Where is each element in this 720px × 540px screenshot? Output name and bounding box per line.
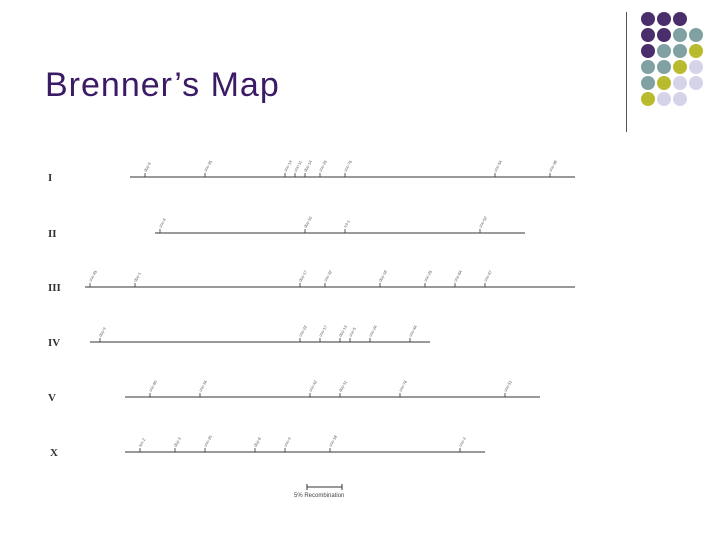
gene-label: dpy-1 — [133, 271, 143, 283]
gene-label: dpy-5 — [143, 161, 153, 173]
slide-title: Brenner’s Map — [45, 66, 280, 104]
gene-label: unc-25 — [423, 269, 434, 283]
decorative-dot-grid — [641, 12, 703, 106]
gene-label: dpy-10 — [303, 215, 314, 229]
decorative-dot — [673, 28, 687, 42]
decorative-dot — [673, 44, 687, 58]
gene-label: unc-11 — [293, 159, 304, 173]
gene-label: unc-22 — [298, 324, 309, 338]
chromosome-label-i: I — [48, 172, 52, 184]
gene-label: unc-45 — [88, 269, 99, 283]
decorative-dot — [689, 44, 703, 58]
scale-bar-label: 5% Recombination — [294, 493, 344, 499]
chromosome-label-v: V — [48, 392, 56, 404]
decorative-dot — [657, 28, 671, 42]
gene-label: dpy-14 — [303, 159, 314, 173]
gene-label: unc-24 — [368, 324, 379, 338]
decorative-dot — [689, 60, 703, 74]
gene-label: unc-4 — [158, 217, 168, 229]
gene-label: unc-29 — [318, 159, 329, 173]
decorative-dot — [657, 76, 671, 90]
gene-label: unc-75 — [343, 159, 354, 173]
gene-label: unc-9 — [283, 436, 293, 448]
gene-label: dpy-13 — [338, 324, 349, 338]
decorative-dot — [657, 60, 671, 74]
decorative-dot — [673, 76, 687, 90]
title-divider — [626, 12, 627, 132]
gene-label: dpy-6 — [253, 436, 263, 448]
gene-label: unc-35 — [203, 159, 214, 173]
gene-label: unc-47 — [483, 269, 494, 283]
chromosome-label-iv: IV — [48, 337, 60, 349]
gene-label: unc-76 — [398, 379, 409, 393]
decorative-dot — [657, 44, 671, 58]
decorative-dot — [641, 92, 655, 106]
decorative-dot — [641, 44, 655, 58]
gene-label: unc-20 — [203, 434, 214, 448]
gene-label: unc-38 — [548, 159, 559, 173]
decorative-dot — [657, 12, 671, 26]
gene-label: unc-52 — [478, 215, 489, 229]
decorative-dot — [641, 12, 655, 26]
gene-label: unc-32 — [323, 269, 334, 283]
gene-label: unc-34 — [198, 379, 209, 393]
gene-label: unc-17 — [318, 324, 329, 338]
decorative-dot — [641, 60, 655, 74]
decorative-dot — [673, 60, 687, 74]
gene-label: unc-5 — [348, 326, 358, 338]
decorative-dot — [673, 92, 687, 106]
chromosome-label-iii: III — [48, 282, 61, 294]
gene-label: unc-64 — [453, 269, 464, 283]
gene-label: dpy-11 — [338, 379, 349, 393]
gene-label: unc-51 — [503, 379, 514, 393]
gene-label: unc-42 — [308, 379, 319, 393]
gene-label: rol-1 — [343, 218, 352, 228]
gene-label: unc-60 — [148, 379, 159, 393]
gene-label: lon-2 — [138, 437, 147, 448]
gene-label: unc-44 — [408, 324, 419, 338]
decorative-dot — [689, 76, 703, 90]
gene-label: unc-18 — [328, 434, 339, 448]
gene-label: unc-54 — [493, 159, 504, 173]
chromosome-label-ii: II — [48, 228, 57, 240]
gene-label: unc-3 — [458, 436, 468, 448]
decorative-dot — [689, 28, 703, 42]
chromosome-label-x: X — [50, 447, 58, 459]
decorative-dot — [641, 76, 655, 90]
gene-label: dpy-18 — [378, 269, 389, 283]
gene-label: unc-13 — [283, 159, 294, 173]
decorative-dot — [641, 28, 655, 42]
decorative-dot — [673, 12, 687, 26]
decorative-dot — [657, 92, 671, 106]
gene-label: dpy-9 — [98, 326, 108, 338]
gene-label: dpy-17 — [298, 269, 309, 283]
gene-label: dpy-3 — [173, 436, 183, 448]
